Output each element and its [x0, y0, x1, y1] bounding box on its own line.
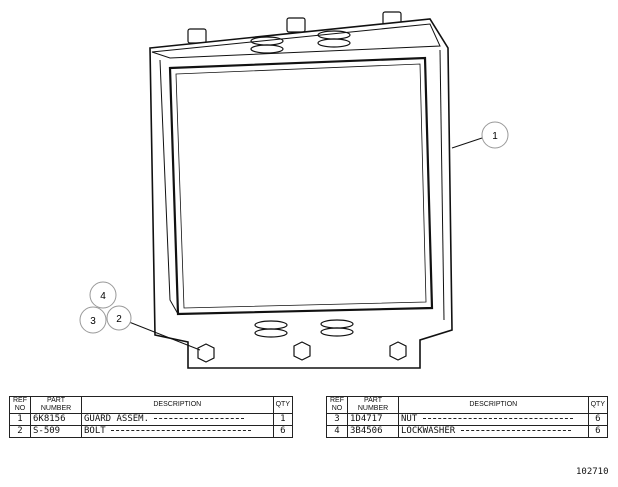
- svg-text:2: 2: [116, 314, 122, 325]
- ref-cell: 2: [9, 425, 31, 438]
- part-number-cell: 3B4506: [347, 425, 399, 438]
- header-description: DESCRIPTION: [398, 396, 589, 414]
- bottom-nuts: [197, 341, 407, 363]
- ref-cell: 3: [326, 413, 348, 426]
- parts-table-right: REF NO PART NUMBER DESCRIPTION QTY 3 1D4…: [326, 396, 609, 438]
- guard-frame-outer: [149, 18, 453, 369]
- ref-cell: 4: [326, 425, 348, 438]
- description-cell: NUT: [398, 413, 589, 426]
- part-number-cell: 6K8156: [30, 413, 82, 426]
- description-cell: BOLT: [81, 425, 274, 438]
- guard-top-flange: [151, 23, 441, 59]
- qty-cell: 1: [272, 413, 294, 426]
- parts-table-left: REF NO PART NUMBER DESCRIPTION QTY 1 6K8…: [9, 396, 294, 438]
- table-row: 4 3B4506 LOCKWASHER 6: [326, 425, 609, 438]
- header-description: DESCRIPTION: [81, 396, 274, 414]
- table-row: 3 1D4717 NUT 6: [326, 413, 609, 426]
- qty-cell: 6: [587, 425, 609, 438]
- ref-cell: 1: [9, 413, 31, 426]
- qty-cell: 6: [272, 425, 294, 438]
- header-part-number: PART NUMBER: [347, 396, 399, 414]
- description-cell: GUARD ASSEM.: [81, 413, 274, 426]
- part-number-cell: 1D4717: [347, 413, 399, 426]
- header-ref: REF NO: [326, 396, 348, 414]
- top-bolts: [187, 11, 402, 44]
- part-number-cell: S-509: [30, 425, 82, 438]
- guard-inner-opening: [168, 56, 434, 316]
- svg-text:3: 3: [90, 316, 96, 327]
- description-cell: LOCKWASHER: [398, 425, 589, 438]
- top-slots: [250, 30, 351, 54]
- table-row: 2 S-509 BOLT 6: [9, 425, 294, 438]
- header-qty: QTY: [272, 396, 294, 414]
- callout-1: 1: [451, 121, 509, 149]
- header-part-number: PART NUMBER: [30, 396, 82, 414]
- bottom-slots: [254, 319, 354, 338]
- figure-number: 102710: [576, 467, 609, 477]
- table-row: 1 6K8156 GUARD ASSEM. 1: [9, 413, 294, 426]
- header-ref: REF NO: [9, 396, 31, 414]
- header-qty: QTY: [587, 396, 609, 414]
- callout-cluster: 4 3 2: [79, 281, 201, 351]
- svg-text:1: 1: [492, 131, 498, 142]
- qty-cell: 6: [587, 413, 609, 426]
- svg-text:4: 4: [100, 291, 106, 302]
